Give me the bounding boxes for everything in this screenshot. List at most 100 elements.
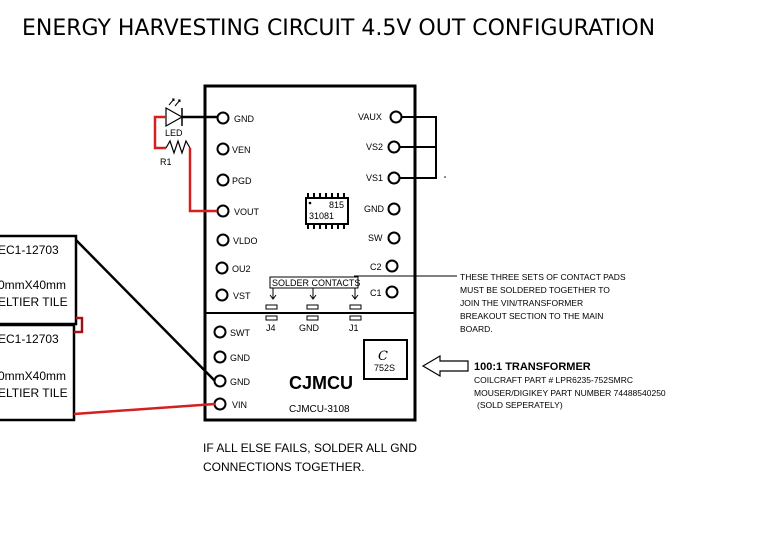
contact-note-line1: THESE THREE SETS OF CONTACT PADS	[460, 272, 626, 282]
solder-pad-j1-top	[349, 304, 362, 310]
contact-label-j4: J4	[266, 323, 276, 333]
pin-label-gnd-bottom1: GND	[230, 353, 251, 363]
solder-pad-j1-bottom	[349, 315, 362, 321]
pin-label-c1: C1	[370, 288, 382, 298]
tile-to-gnd-wire	[75, 239, 216, 382]
pin-label-ou2: OU2	[232, 264, 251, 274]
pin-label-swt: SWT	[230, 328, 250, 338]
pin-vst-pad	[215, 288, 229, 302]
board-model: CJMCU-3108	[289, 404, 350, 415]
led-resistor-circuit: LED R1	[153, 98, 217, 213]
left-pin-header: GND VEN PGD VOUT VLDO OU2 VST	[215, 111, 260, 302]
resistor-to-vout-red-wire	[188, 148, 217, 213]
contact-note-line5: BOARD.	[460, 324, 493, 334]
ic-chip: 815 31081	[305, 193, 349, 229]
right-pin-header: VAUX VS2 VS1 GND SW C2 C1	[358, 110, 403, 299]
ic-bottom-leads	[307, 224, 345, 229]
ic-marking-bottom: 31081	[309, 211, 334, 221]
peltier-tile-2-size: 0mmX40mm	[0, 369, 66, 383]
pin-label-vaux: VAUX	[358, 112, 382, 122]
pin-label-c2: C2	[370, 262, 382, 272]
pin-ven-pad	[216, 142, 230, 156]
pin-vldo-pad	[216, 233, 230, 247]
pin-gnd-bottom1-pad	[213, 350, 227, 364]
solder-pad-j4-top	[265, 304, 278, 310]
pin-gnd-right-pad	[387, 202, 401, 216]
led-anode-red-wire	[153, 115, 166, 150]
pin-label-gnd-bottom2: GND	[230, 377, 251, 387]
transformer-note-sold: (SOLD SEPERATELY)	[477, 400, 563, 410]
vaux-vs-bridge-wire	[400, 116, 437, 179]
pin-label-vst: VST	[233, 291, 251, 301]
pin-vaux-pad	[389, 110, 403, 124]
solder-pad-gnd-bottom	[306, 315, 319, 321]
peltier-tile-1-type: ELTIER TILE	[0, 295, 68, 309]
contact-note-line2: MUST BE SOLDERED TOGETHER TO	[460, 285, 610, 295]
contact-note-line4: BREAKOUT SECTION TO THE MAIN	[460, 311, 603, 321]
fallback-note-line2: CONNECTIONS TOGETHER.	[203, 460, 365, 474]
resistor-label: R1	[160, 157, 172, 167]
led-label: LED	[165, 128, 183, 138]
pin-label-vin: VIN	[232, 400, 247, 410]
pin-pgd-pad	[216, 173, 230, 187]
solder-pad-gnd-top	[306, 304, 319, 310]
peltier-tile-2-type: ELTIER TILE	[0, 386, 68, 400]
solder-contact-arrows	[269, 288, 359, 300]
transformer-note-distributor: MOUSER/DIGIKEY PART NUMBER 74488540250	[474, 388, 666, 398]
contact-note-line3: JOIN THE VIN/TRANSFORMER	[460, 298, 583, 308]
resistor-icon	[165, 139, 191, 155]
tile-to-vin-red-wire	[73, 402, 216, 416]
contact-label-gnd: GND	[299, 323, 320, 333]
board-outline	[203, 84, 417, 422]
coilcraft-logo-icon: C	[378, 349, 388, 364]
peltier-tile-1-size: 0mmX40mm	[0, 278, 66, 292]
transformer-arrow-icon	[421, 354, 469, 378]
peltier-tile-1-box	[0, 234, 78, 326]
pin-gnd-bottom2-pad	[213, 374, 227, 388]
pin-c2-pad	[385, 259, 399, 273]
transformer-component: C 752S	[363, 339, 408, 380]
pin-gnd-top-pad	[216, 111, 230, 125]
led-icon	[165, 106, 184, 128]
pin-ou2-pad	[215, 261, 229, 275]
pin-vin-pad	[213, 397, 227, 411]
transformer-note-title: 100:1 TRANSFORMER	[474, 361, 591, 373]
pin-c1-pad	[385, 285, 399, 299]
ic-top-leads	[307, 193, 345, 198]
peltier-tile-2-box	[0, 323, 76, 422]
contact-label-j1: J1	[349, 323, 359, 333]
pin-vs2-pad	[387, 140, 401, 154]
peltier-tile-2: EC1-12703 0mmX40mm ELTIER TILE	[0, 323, 76, 422]
pin-label-ven: VEN	[232, 145, 251, 155]
pin-label-sw: SW	[368, 233, 383, 243]
transformer-note-part: COILCRAFT PART # LPR6235-752SMRC	[474, 375, 633, 385]
pin-vout-pad	[216, 204, 230, 218]
pin-swt-pad	[213, 325, 227, 339]
solder-contacts-label: SOLDER CONTACTS	[272, 278, 360, 288]
solder-contacts: SOLDER CONTACTS J4 GND J1	[265, 276, 362, 333]
tile-series-wire-outline	[74, 317, 83, 333]
stray-dot	[444, 176, 446, 178]
ic-marking-top: 815	[329, 200, 344, 210]
pin-label-pgd: PGD	[232, 176, 252, 186]
solder-pad-j4-bottom	[265, 315, 278, 321]
pin-sw-pad	[387, 231, 401, 245]
transformer-body	[363, 339, 408, 380]
peltier-tile-1: EC1-12703 0mmX40mm ELTIER TILE	[0, 234, 78, 326]
fallback-note-line1: IF ALL ELSE FAILS, SOLDER ALL GND	[203, 441, 417, 455]
board-brand: CJMCU	[289, 373, 353, 393]
bottom-pin-header: SWT GND GND VIN	[213, 325, 251, 411]
pin-label-vs1: VS1	[366, 173, 383, 183]
pin-label-vout: VOUT	[234, 207, 260, 217]
pin-label-vs2: VS2	[366, 142, 383, 152]
peltier-tile-1-model: EC1-12703	[0, 243, 59, 257]
pin-label-gnd-right: GND	[364, 204, 385, 214]
transformer-marking: 752S	[374, 363, 395, 373]
solder-contacts-label-box	[269, 276, 359, 289]
diagram-title: ENERGY HARVESTING CIRCUIT 4.5V OUT CONFI…	[22, 16, 655, 41]
peltier-tile-2-model: EC1-12703	[0, 332, 59, 346]
pin-vs1-pad	[387, 171, 401, 185]
ic-pin1-dot	[308, 201, 312, 205]
pin-label-gnd: GND	[234, 114, 255, 124]
